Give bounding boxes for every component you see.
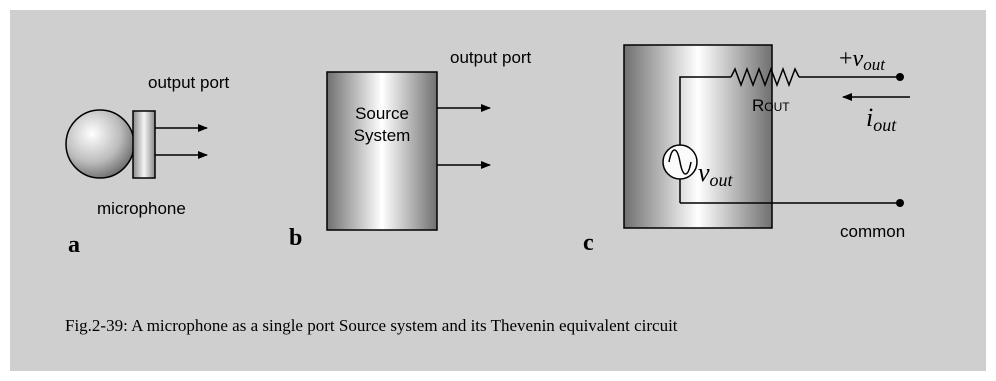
resistor-label: ROUT: [752, 96, 790, 115]
mic-port-label: output port: [148, 73, 230, 92]
source-system-label-line1: Source: [355, 104, 409, 123]
wire-left-top: [679, 76, 731, 145]
microphone-label: microphone: [97, 199, 186, 218]
system-port-label: output port: [450, 48, 532, 67]
figure-caption: Fig.2-39: A microphone as a single port …: [65, 316, 678, 335]
vout-plus-label: +vout: [839, 46, 886, 74]
source-system-box: [326, 71, 438, 231]
microphone-group: output port microphone a: [65, 73, 230, 258]
thevenin-group: +vout ROUT iout vout common c: [583, 44, 910, 256]
figure-panel: [10, 10, 986, 371]
panel-letter-a: a: [68, 232, 80, 258]
common-label: common: [840, 222, 905, 241]
iout-label: iout: [866, 103, 897, 135]
source-system-label-line2: System: [354, 126, 411, 145]
resistor-icon: [730, 66, 800, 88]
source-vout-label: vout: [698, 158, 734, 190]
source-system-group: output port Source System b: [289, 48, 532, 251]
output-terminal-dot: [896, 73, 904, 81]
sine-wave-icon: [668, 149, 692, 175]
common-terminal-dot: [896, 199, 904, 207]
thevenin-box: [623, 44, 773, 229]
panel-letter-b: b: [289, 225, 302, 251]
microphone-capsule-icon: [132, 110, 156, 179]
microphone-head-icon: [65, 109, 135, 179]
panel-letter-c: c: [583, 230, 594, 256]
